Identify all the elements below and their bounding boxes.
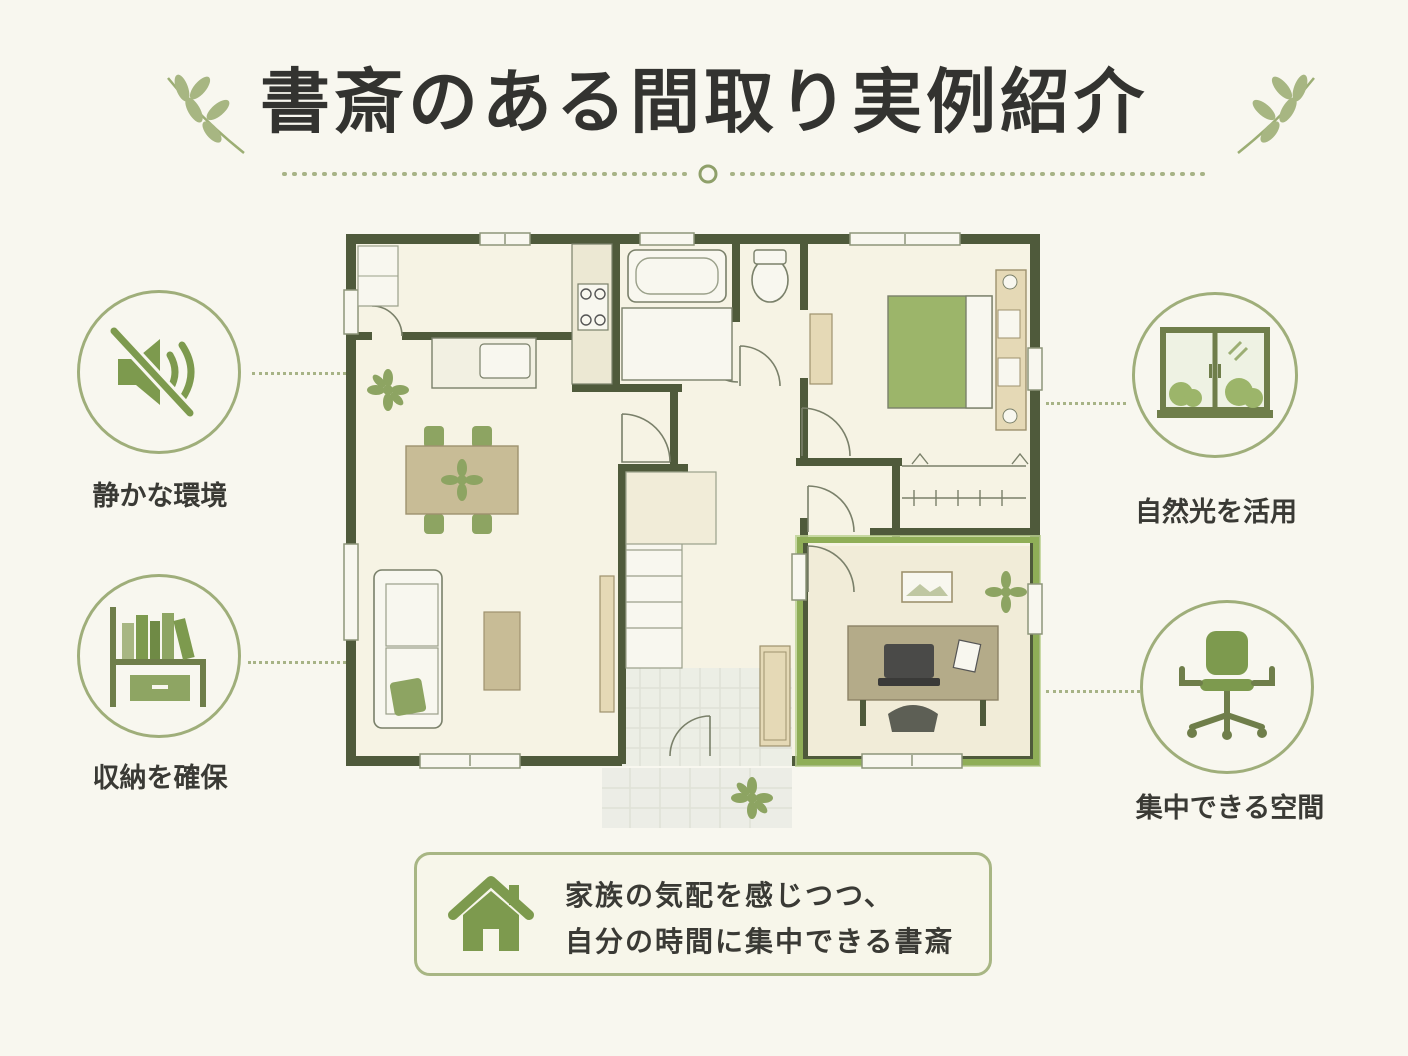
study-desk xyxy=(847,625,999,732)
title-divider xyxy=(282,164,1208,184)
storage-connector xyxy=(248,661,352,664)
closet xyxy=(902,452,1029,506)
message-line-2: 自分の時間に集中できる書斎 xyxy=(565,925,955,958)
message-box: 家族の気配を感じつつ、 自分の時間に集中できる書斎 xyxy=(414,852,992,976)
stairs xyxy=(625,471,717,669)
quiet-feature-circle xyxy=(77,290,241,454)
quiet-feature-label: 静かな環境 xyxy=(92,481,228,512)
message-text: 家族の気配を感じつつ、 自分の時間に集中できる書斎 xyxy=(565,873,954,965)
leaf-sprig-left-icon xyxy=(167,74,245,154)
wall-picture xyxy=(901,571,953,603)
focus-feature-circle xyxy=(1140,600,1314,774)
leaf-sprig-right-icon xyxy=(1237,74,1315,154)
light-connector xyxy=(1046,402,1126,405)
light-feature-circle xyxy=(1132,292,1298,458)
light-feature-label: 自然光を活用 xyxy=(1135,497,1297,528)
bathtub xyxy=(627,249,727,303)
storage-feature-circle xyxy=(77,574,241,738)
storage-feature-label: 収納を確保 xyxy=(92,763,228,794)
plant-icons xyxy=(367,369,1027,819)
muted-speaker-icon xyxy=(107,324,197,420)
focus-connector xyxy=(1046,690,1140,693)
coffee-table xyxy=(483,611,521,691)
page-title: 書斎のある間取り実例紹介 xyxy=(260,61,1148,143)
message-line-1: 家族の気配を感じつつ、 xyxy=(565,879,894,912)
sofa xyxy=(373,569,443,729)
bookshelf-icon xyxy=(110,607,206,707)
window-icon xyxy=(1157,327,1273,418)
focus-feature-label: 集中できる空間 xyxy=(1135,793,1325,824)
quiet-connector xyxy=(252,372,352,375)
windows xyxy=(343,232,1043,769)
office-chair-icon xyxy=(1179,631,1275,740)
bed xyxy=(887,269,1027,431)
house-icon xyxy=(448,876,534,951)
floor-plan xyxy=(343,232,1043,828)
